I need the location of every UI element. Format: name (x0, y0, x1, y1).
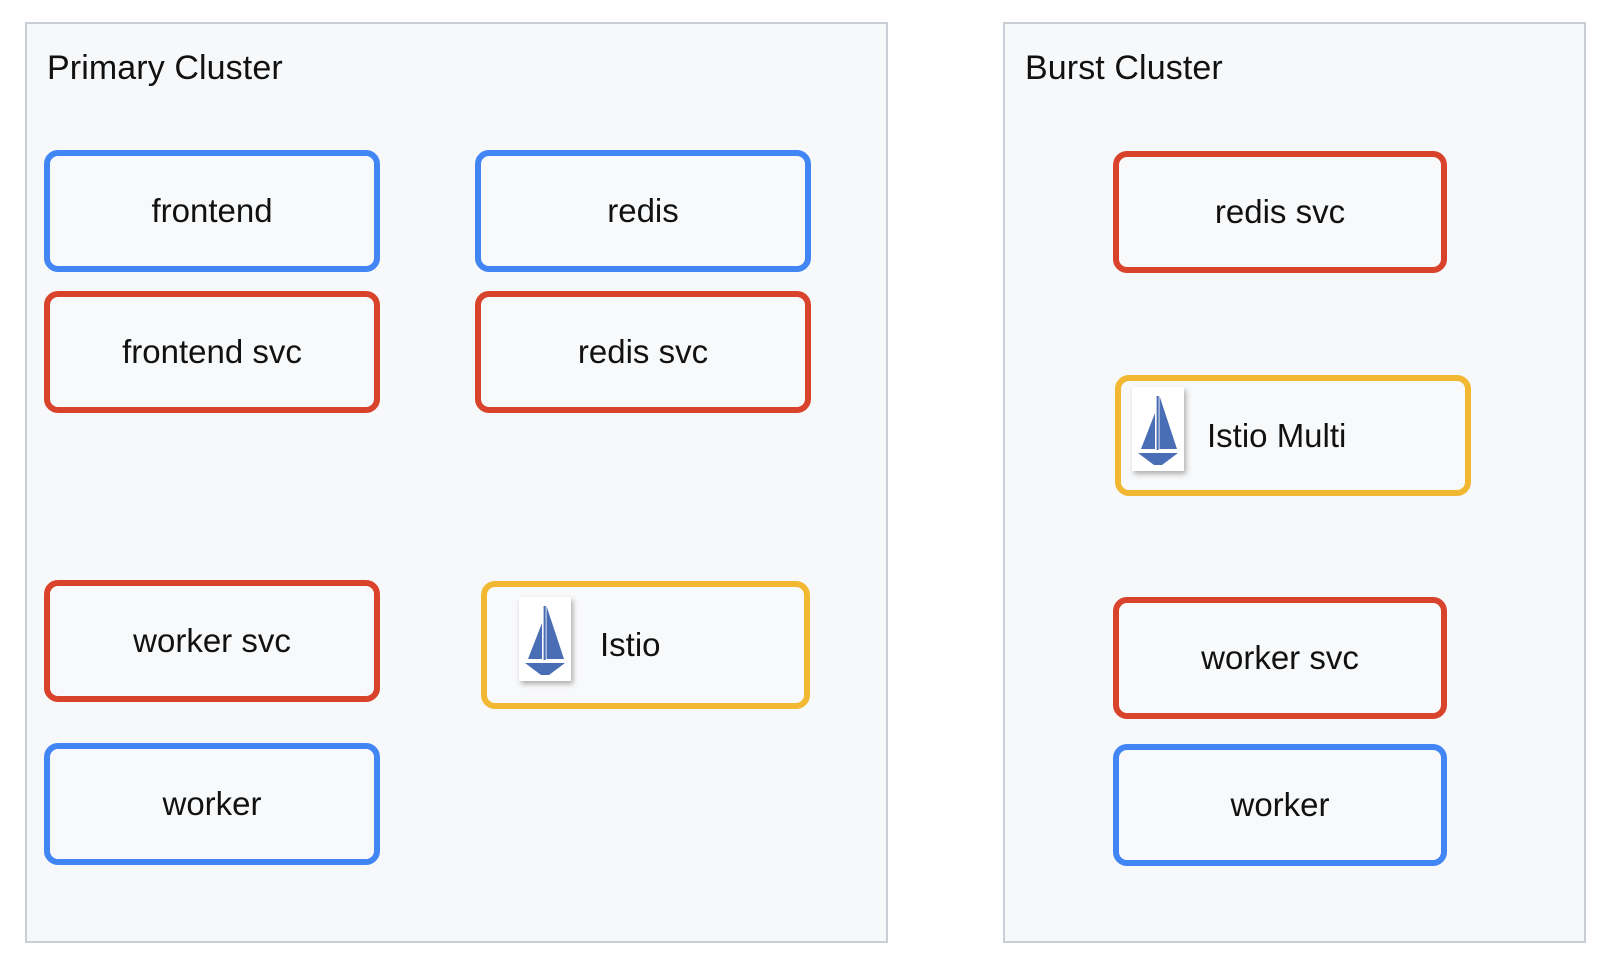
cluster-burst-title: Burst Cluster (1025, 49, 1223, 87)
node-worker-svc-burst[interactable]: worker svc (1113, 597, 1447, 719)
node-frontend-svc[interactable]: frontend svc (44, 291, 380, 413)
node-istio-label: Istio (600, 626, 661, 663)
node-worker[interactable]: worker (44, 743, 380, 865)
node-worker-label: worker (162, 785, 262, 822)
node-istio[interactable]: Istio (481, 581, 810, 709)
node-redis-svc-label: redis svc (577, 333, 709, 370)
node-redis-svc[interactable]: redis svc (475, 291, 811, 413)
node-frontend-label: frontend (151, 192, 273, 229)
node-worker-svc-label: worker svc (133, 622, 291, 659)
node-frontend-svc-label: frontend svc (122, 333, 302, 370)
node-redis-label: redis (607, 192, 679, 229)
cluster-primary-title: Primary Cluster (47, 49, 283, 87)
istio-sailboat-icon (519, 597, 571, 681)
node-worker-burst[interactable]: worker (1113, 744, 1447, 866)
node-worker-svc[interactable]: worker svc (44, 580, 380, 702)
node-frontend[interactable]: frontend (44, 150, 380, 272)
node-redis-svc-burst-label: redis svc (1214, 193, 1346, 230)
istio-sailboat-icon (1132, 387, 1184, 471)
node-redis[interactable]: redis (475, 150, 811, 272)
node-worker-burst-label: worker (1230, 786, 1330, 823)
node-worker-svc-burst-label: worker svc (1201, 639, 1359, 676)
node-istio-multi-label: Istio Multi (1207, 416, 1347, 454)
node-redis-svc-burst[interactable]: redis svc (1113, 151, 1447, 273)
